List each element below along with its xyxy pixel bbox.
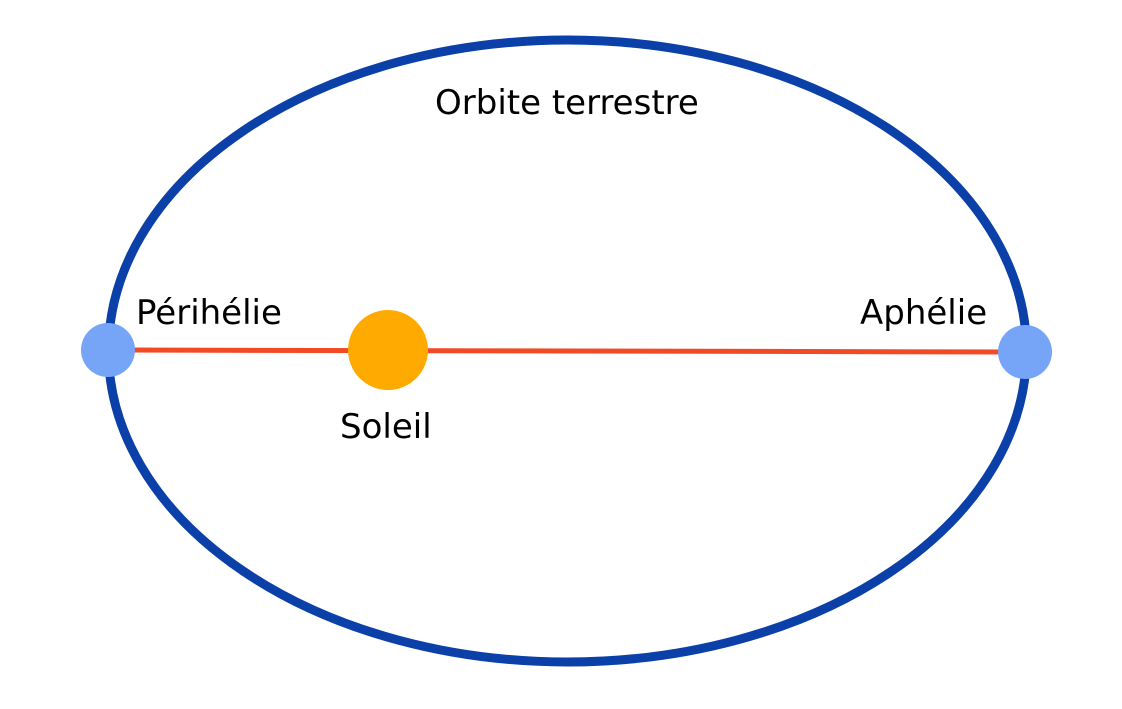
aphelion-point bbox=[998, 325, 1052, 379]
orbit-title: Orbite terrestre bbox=[435, 83, 699, 123]
sun-label: Soleil bbox=[340, 407, 432, 447]
aphelion-label: Aphélie bbox=[860, 293, 988, 333]
perihelion-point bbox=[81, 323, 135, 377]
sun-circle bbox=[348, 310, 428, 390]
major-axis-line bbox=[107, 347, 1028, 355]
perihelion-label: Périhélie bbox=[136, 293, 282, 333]
